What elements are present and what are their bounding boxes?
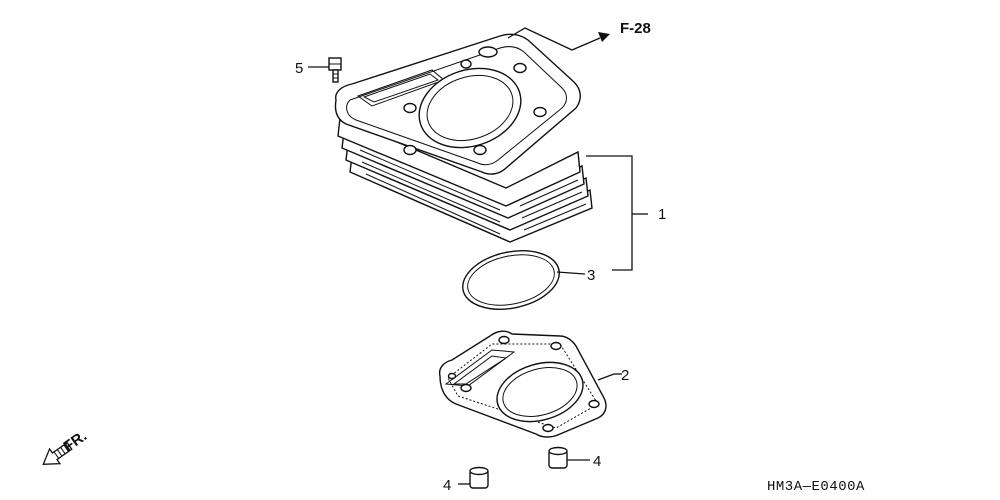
stud-hole bbox=[403, 144, 417, 156]
dowel-pin bbox=[548, 446, 568, 469]
callout-5: 5 bbox=[295, 60, 303, 77]
callout-3: 3 bbox=[587, 267, 595, 284]
stud-hole bbox=[533, 106, 547, 118]
callout-2: 2 bbox=[621, 367, 629, 384]
stud-hole bbox=[403, 102, 417, 114]
cylinder bbox=[334, 33, 593, 243]
stud-hole bbox=[473, 144, 487, 156]
diagram-code: HM3A—E0400A bbox=[767, 479, 865, 495]
base-gasket bbox=[438, 330, 607, 438]
reference-label: F-28 bbox=[620, 20, 651, 37]
callout-1: 1 bbox=[658, 206, 666, 223]
front-direction-arrow-icon bbox=[42, 441, 73, 466]
leader-lines bbox=[308, 27, 648, 485]
stud-hole bbox=[460, 59, 472, 69]
reference-arrow-icon bbox=[598, 32, 610, 42]
stud-hole bbox=[513, 62, 527, 74]
oil-passage bbox=[478, 46, 498, 58]
callout-4-lower: 4 bbox=[443, 477, 451, 494]
bolt bbox=[328, 57, 342, 83]
o-ring bbox=[462, 250, 560, 310]
dowel-pin bbox=[469, 466, 489, 489]
cylinder-bore bbox=[418, 67, 522, 149]
callout-4-upper: 4 bbox=[593, 453, 601, 470]
